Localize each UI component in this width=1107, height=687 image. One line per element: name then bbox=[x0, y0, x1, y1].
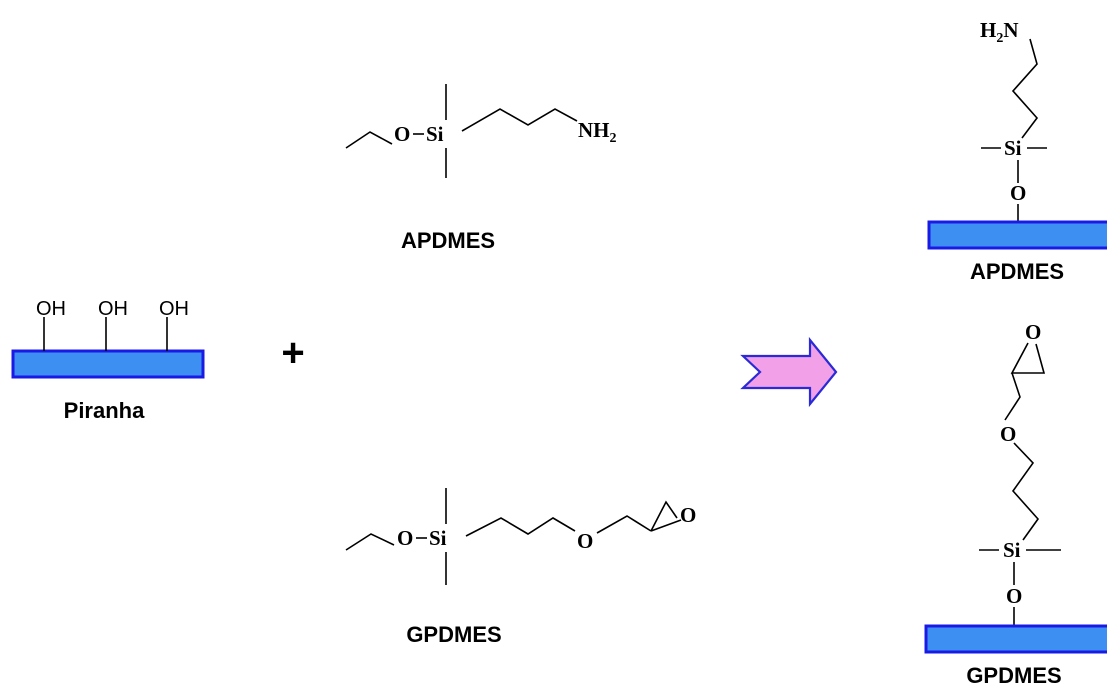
hydroxyl-label-3: OH bbox=[159, 298, 189, 320]
gpdmes-product-slab bbox=[924, 624, 1107, 654]
piranha-substrate: OH OH OH Piranha bbox=[11, 298, 205, 423]
apdmes-reagent-label: APDMES bbox=[401, 228, 495, 253]
apdmes-amine: NH2 bbox=[578, 118, 617, 146]
apdmes-product-label: APDMES bbox=[970, 259, 1064, 284]
apdmes-silicon: Si bbox=[426, 122, 444, 146]
gpdmes-product-ether-oxygen: O bbox=[1000, 422, 1016, 446]
piranha-slab bbox=[11, 349, 205, 379]
apdmes-product-structure: H2N Si O APDMES bbox=[927, 18, 1107, 284]
gpdmes-product-silicon: Si bbox=[1003, 538, 1021, 562]
hydroxyl-label-1: OH bbox=[36, 298, 66, 320]
hydroxyl-label-2: OH bbox=[98, 298, 128, 320]
right-arrow-icon bbox=[740, 336, 838, 408]
gpdmes-oxygen: O bbox=[397, 526, 413, 550]
apdmes-oxygen: O bbox=[394, 122, 410, 146]
gpdmes-product-structure: O O Si O GPDMES bbox=[924, 320, 1107, 687]
gpdmes-ether-oxygen: O bbox=[577, 529, 593, 553]
apdmes-product-silicon: Si bbox=[1004, 136, 1022, 160]
apdmes-product-slab bbox=[927, 220, 1107, 250]
apdmes-product-oxygen: O bbox=[1010, 181, 1026, 205]
gpdmes-silicon: Si bbox=[429, 526, 447, 550]
gpdmes-epoxide-oxygen: O bbox=[680, 503, 696, 527]
gpdmes-product-label: GPDMES bbox=[966, 663, 1061, 687]
piranha-label: Piranha bbox=[64, 398, 145, 423]
gpdmes-reagent-label: GPDMES bbox=[406, 622, 501, 647]
gpdmes-product-epoxide-oxygen: O bbox=[1025, 320, 1041, 344]
apdmes-product-amine: H2N bbox=[980, 18, 1019, 46]
apdmes-reagent-structure: O Si NH2 APDMES bbox=[345, 84, 617, 253]
plus-sign: + bbox=[281, 331, 304, 375]
gpdmes-reagent-structure: O Si O O GPDMES bbox=[345, 488, 696, 647]
gpdmes-product-oxygen: O bbox=[1006, 584, 1022, 608]
